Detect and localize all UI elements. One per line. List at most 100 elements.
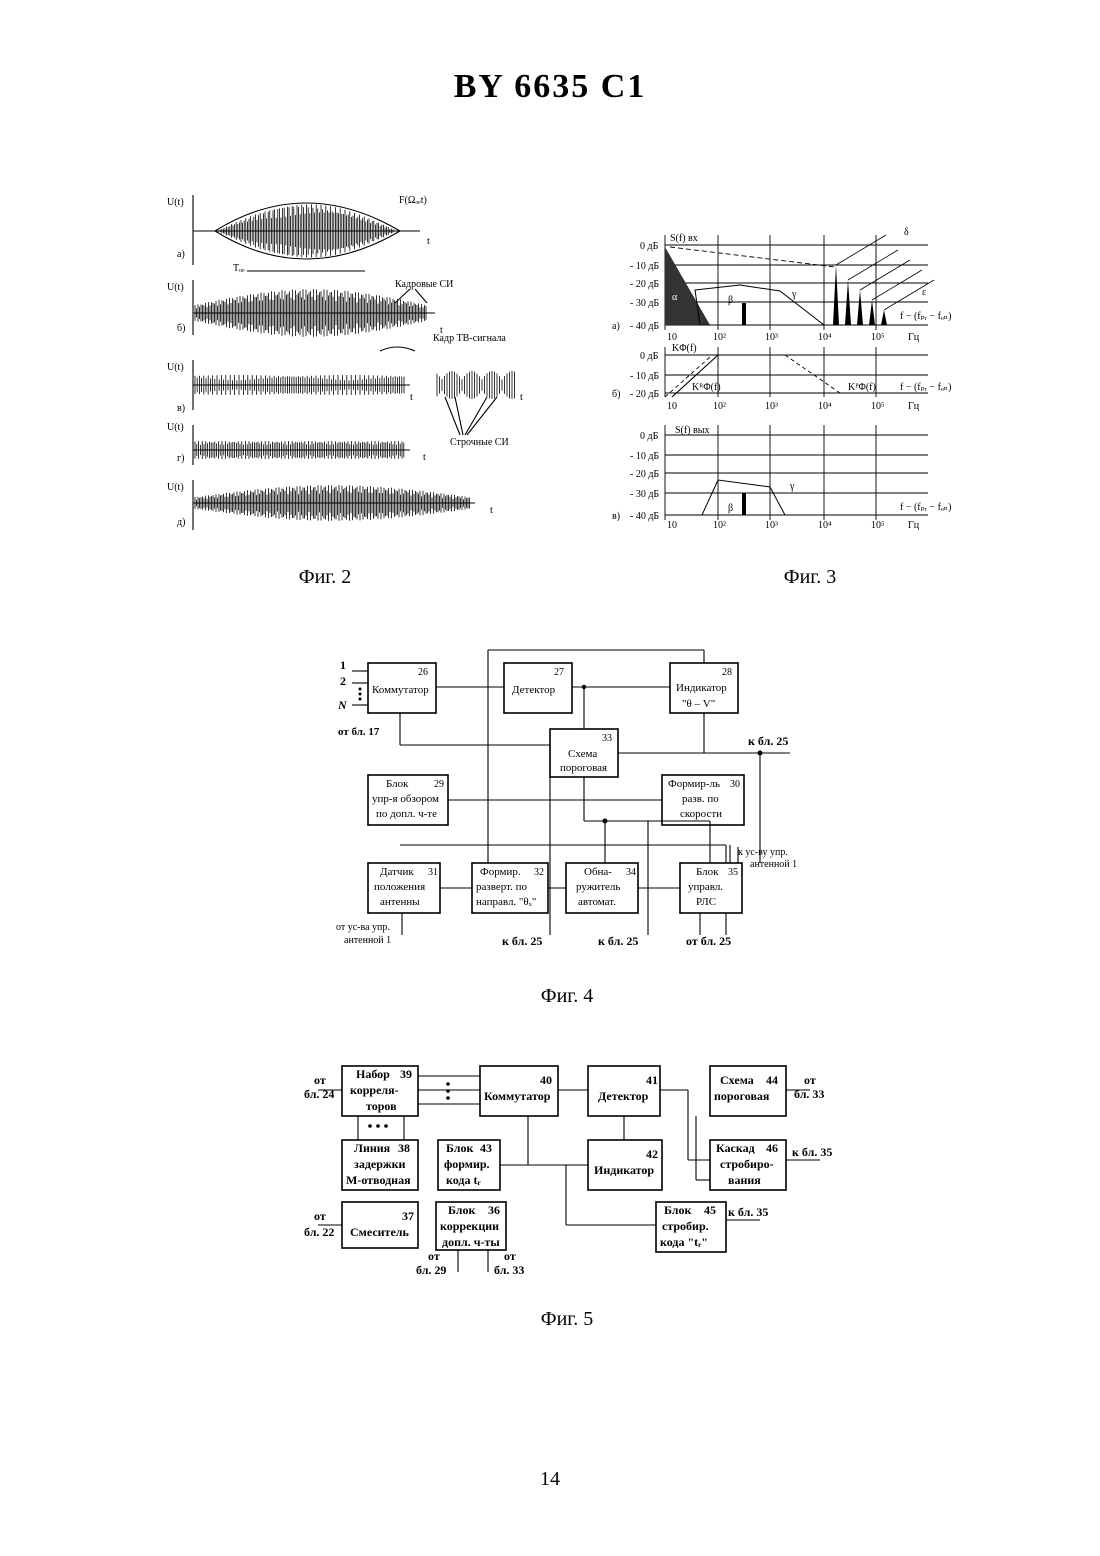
- fig3c-beta: β: [728, 503, 733, 514]
- fig5-b37-text: Смеситель: [350, 1225, 410, 1239]
- fig2-ylabel-a: U(t): [167, 197, 184, 208]
- fig3-spectra: 0 дБ - 10 дБ - 20 дБ - 30 дБ - 40 дБ а) …: [610, 225, 990, 540]
- fig4-b35-num: 35: [728, 867, 738, 878]
- fig5-from33c-b: бл. 33: [494, 1263, 524, 1277]
- fig5-b41-num: 41: [646, 1073, 658, 1087]
- fig5-b43-l3: кода tᵣ: [446, 1173, 481, 1187]
- fig3a-peak-line-4: [884, 280, 934, 310]
- fig3a-beta-region: [695, 285, 824, 325]
- fig2-line-sync-label: Строчные СИ: [450, 437, 509, 448]
- fig2-wave-c2-trace: [437, 371, 515, 399]
- fig3a-peak-line-0: [836, 235, 886, 265]
- fig4-b32-l1: Формир.: [480, 866, 521, 878]
- fig3c-f100000: 10⁵: [871, 520, 885, 531]
- fig5-from29-b: бл. 29: [416, 1263, 446, 1277]
- fig4-b27-text: Детектор: [512, 684, 556, 696]
- fig4-b30-num: 30: [730, 779, 740, 790]
- fig3a-peak-0: [833, 265, 839, 325]
- fig3c-f1000: 10³: [765, 520, 778, 531]
- fig2-wave-c-zoom: [437, 371, 515, 399]
- fig4-b31-l3: антенны: [380, 896, 420, 908]
- fig5-b46-l1: Каскад: [716, 1141, 755, 1155]
- fig3a-f100: 10²: [713, 332, 726, 343]
- fig5-b39-l3: торов: [366, 1099, 397, 1113]
- fig3a-beta: β: [728, 295, 733, 306]
- fig4-b30-l1: Формир-ль: [668, 778, 720, 790]
- fig2-waveforms: U(t) U(t) U(t) U(t) U(t) а) б) в) г) д) …: [165, 185, 525, 540]
- fig3b-f10000: 10⁴: [818, 401, 832, 412]
- fig2-t-label-c2: t: [520, 392, 523, 403]
- fig3c-db30: - 30 дБ: [630, 489, 659, 500]
- fig2-frame-sync-label: Кадровые СИ: [395, 279, 453, 290]
- fig5-b45-num: 45: [704, 1203, 716, 1217]
- fig4-input-2: 2: [340, 674, 346, 688]
- fig4-b35-l2: управл.: [688, 881, 723, 893]
- fig2-ylabel-d: U(t): [167, 422, 184, 433]
- fig3a-f10: 10: [667, 332, 677, 343]
- fig2-wave-a: [217, 204, 396, 257]
- fig4-caption: Фиг. 4: [467, 985, 667, 1008]
- fig3a-f100000: 10⁵: [871, 332, 885, 343]
- fig2-t-label-e: t: [490, 505, 493, 516]
- document-title: BY 6635 C1: [0, 68, 1100, 106]
- fig5-from33c-a: от: [504, 1249, 516, 1263]
- fig3c-hz: Гц: [908, 520, 920, 531]
- fig4-b28-num: 28: [722, 667, 732, 678]
- fig4-b31-l1: Датчик: [380, 866, 414, 878]
- fig3b-f100: 10²: [713, 401, 726, 412]
- fig3a-hz: Гц: [908, 332, 920, 343]
- fig4-b28-l1: Индикатор: [676, 682, 727, 694]
- fig2-panel-d: г): [177, 453, 184, 464]
- fig5-b36-l2: коррекции: [440, 1219, 499, 1233]
- fig4-b29-l1: Блок: [386, 778, 409, 790]
- fig4-to-antenna-1: к ус-ву упр.: [738, 847, 788, 858]
- fig4-b29-l3: по допл. ч-те: [376, 808, 437, 820]
- fig3a-fnote: f − (fₚᵣ − fₒₙ): [900, 311, 951, 322]
- fig4-b26-text: Коммутатор: [372, 684, 429, 696]
- fig4-b26-num: 26: [418, 667, 428, 678]
- fig3a-db30: - 30 дБ: [630, 298, 659, 309]
- fig4-b35-l3: РЛС: [696, 896, 716, 908]
- fig3c-db0: 0 дБ: [640, 431, 659, 442]
- fig3c-gamma: γ: [789, 481, 795, 492]
- fig5-b39-l2: корреля-: [350, 1083, 399, 1097]
- fig2-t-label-c: t: [410, 392, 413, 403]
- fig3a-delta: δ: [904, 227, 909, 238]
- fig3c-fnote: f − (fₚᵣ − fₒₙ): [900, 502, 951, 513]
- fig2-wave-a-trace: [217, 204, 396, 257]
- fig3b-hz: Гц: [908, 401, 920, 412]
- fig3b-title: KΦ(f): [672, 343, 697, 354]
- fig5-b43-l2: формир.: [444, 1157, 490, 1171]
- fig4-b30-l3: скорости: [680, 808, 722, 820]
- fig2-panel-c: в): [177, 403, 185, 414]
- fig4-b34-l1: Обна-: [584, 866, 612, 878]
- fig3a-db10: - 10 дБ: [630, 261, 659, 272]
- fig5-b37-num: 37: [402, 1209, 414, 1223]
- fig4-to25-b: к бл. 25: [598, 934, 638, 948]
- fig5-to35-a: к бл. 35: [792, 1145, 832, 1159]
- fig3a-db20: - 20 дБ: [630, 279, 659, 290]
- fig2-period-label: Tₒₑ: [233, 263, 245, 274]
- fig5-b46-num: 46: [766, 1141, 778, 1155]
- page-number: 14: [0, 1468, 1100, 1491]
- fig3b-db0: 0 дБ: [640, 351, 659, 362]
- fig4-from-antenna-2: антенной 1: [344, 935, 391, 946]
- fig2-ylabel-c: U(t): [167, 362, 184, 373]
- fig4-b32-l3: направл. "θₓ": [476, 896, 536, 908]
- fig5-b45-l2: стробир.: [662, 1219, 709, 1233]
- fig3c-title: S(f) вых: [675, 425, 710, 436]
- fig2-t-label-d: t: [423, 452, 426, 463]
- fig5-b40-text: Коммутатор: [484, 1089, 551, 1103]
- fig5-b38-l2: задержки: [354, 1157, 406, 1171]
- fig5-b45-l3: кода "tᵣ": [660, 1235, 708, 1249]
- fig5-b38-num: 38: [398, 1141, 410, 1155]
- fig3c-panel: в): [612, 511, 620, 522]
- fig3c-f100: 10²: [713, 520, 726, 531]
- fig5-b36-l1: Блок: [448, 1203, 476, 1217]
- fig3a-panel: а): [612, 321, 620, 332]
- fig3c-db20: - 20 дБ: [630, 469, 659, 480]
- fig2-panel-e: д): [177, 517, 185, 528]
- fig4-from-antenna-1: от ус-ва упр.: [336, 922, 390, 933]
- fig3c-db40: - 40 дБ: [630, 511, 659, 522]
- fig4-to-antenna-2: антенной 1: [750, 859, 797, 870]
